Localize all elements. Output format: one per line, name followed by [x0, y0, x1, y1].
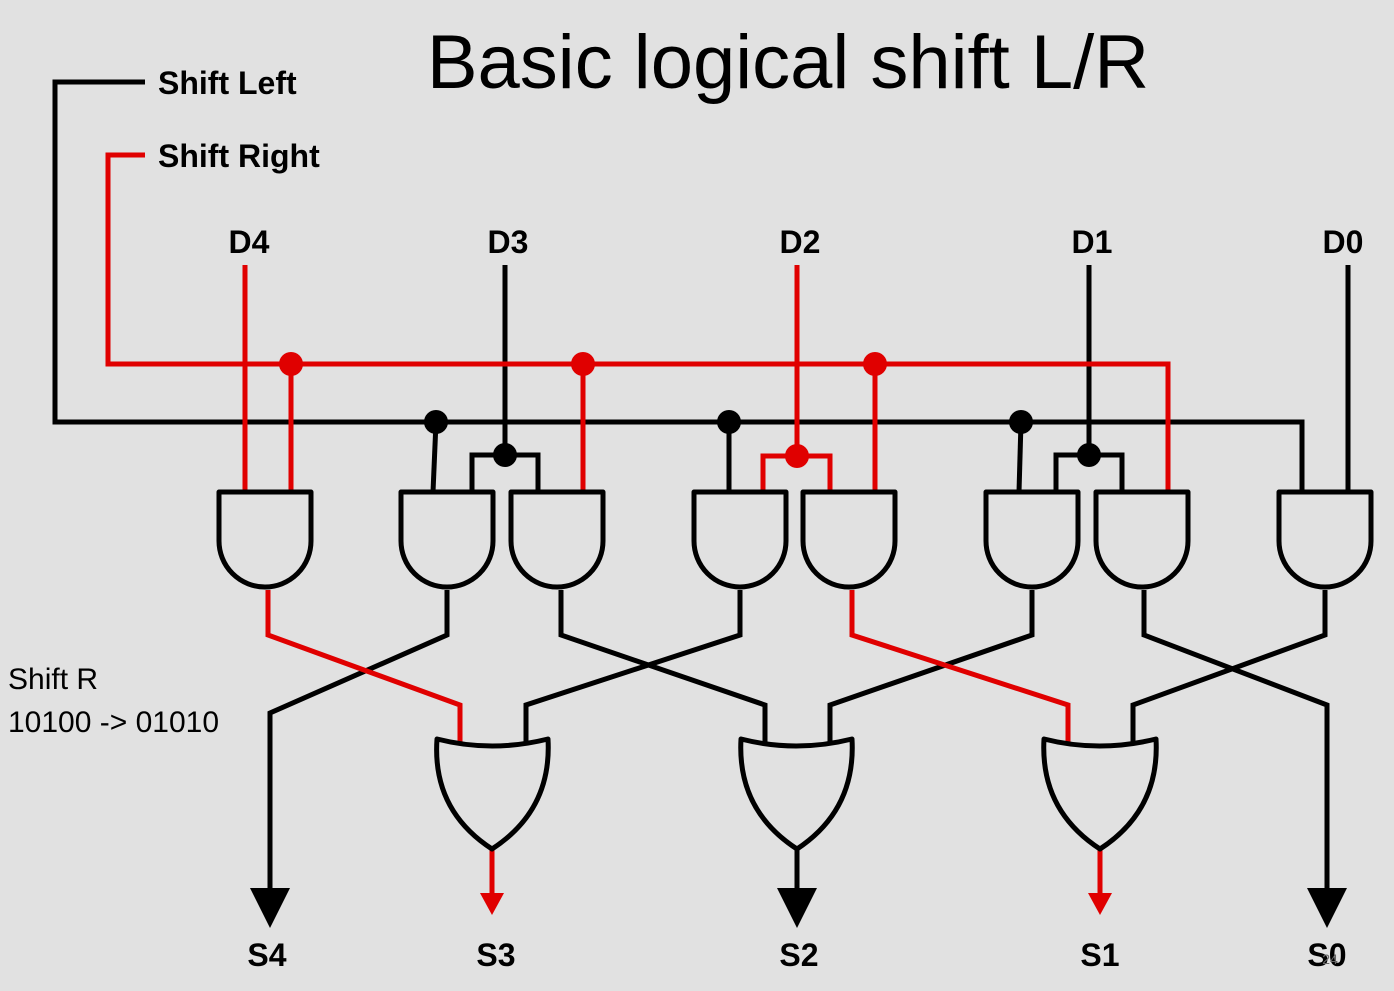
shift-left-label: Shift Left — [158, 65, 297, 101]
and-gate-d3-left — [398, 489, 496, 590]
output-label-s4: S4 — [247, 937, 286, 973]
and-gate-d4-right — [216, 489, 314, 590]
and-gate-d2-right — [800, 489, 898, 590]
and-gate-d2-left — [691, 489, 789, 590]
shift-example-title: Shift R — [8, 663, 98, 696]
input-label-d0: D0 — [1323, 224, 1364, 260]
wire-to-s0 — [1141, 590, 1347, 928]
arrow-s1 — [1088, 893, 1112, 915]
inactive-wires — [52, 79, 1351, 928]
or-gates — [434, 736, 1159, 852]
input-label-d2: D2 — [780, 224, 821, 260]
output-label-s3: S3 — [476, 937, 515, 973]
and-gate-d3-right — [508, 489, 606, 590]
input-label-d3: D3 — [488, 224, 529, 260]
active-wires — [105, 152, 1171, 898]
slide-title: Basic logical shift L/R — [427, 20, 1149, 105]
shift-right-line — [105, 152, 1171, 492]
and-gates — [216, 489, 1374, 590]
or-gate-s2 — [738, 736, 855, 852]
or-gate-s1 — [1041, 736, 1159, 852]
arrow-s3 — [480, 893, 504, 915]
input-label-d4: D4 — [229, 224, 270, 260]
and-gate-d1-left — [983, 489, 1081, 590]
junction-dots — [279, 352, 1101, 468]
shift-left-line — [52, 79, 1305, 492]
page-number: 24 — [1322, 951, 1338, 967]
shift-example-value: 10100 -> 01010 — [8, 706, 219, 739]
and-gate-d0-left — [1276, 489, 1374, 590]
output-label-s0: S0 — [1307, 937, 1346, 973]
output-label-s1: S1 — [1080, 937, 1119, 973]
output-label-s2: S2 — [779, 937, 818, 973]
shift-right-label: Shift Right — [158, 138, 320, 174]
wire-to-s4 — [250, 590, 450, 928]
or-gate-s3 — [434, 736, 551, 852]
and-gate-d1-right — [1093, 489, 1191, 590]
input-label-d1: D1 — [1072, 224, 1113, 260]
